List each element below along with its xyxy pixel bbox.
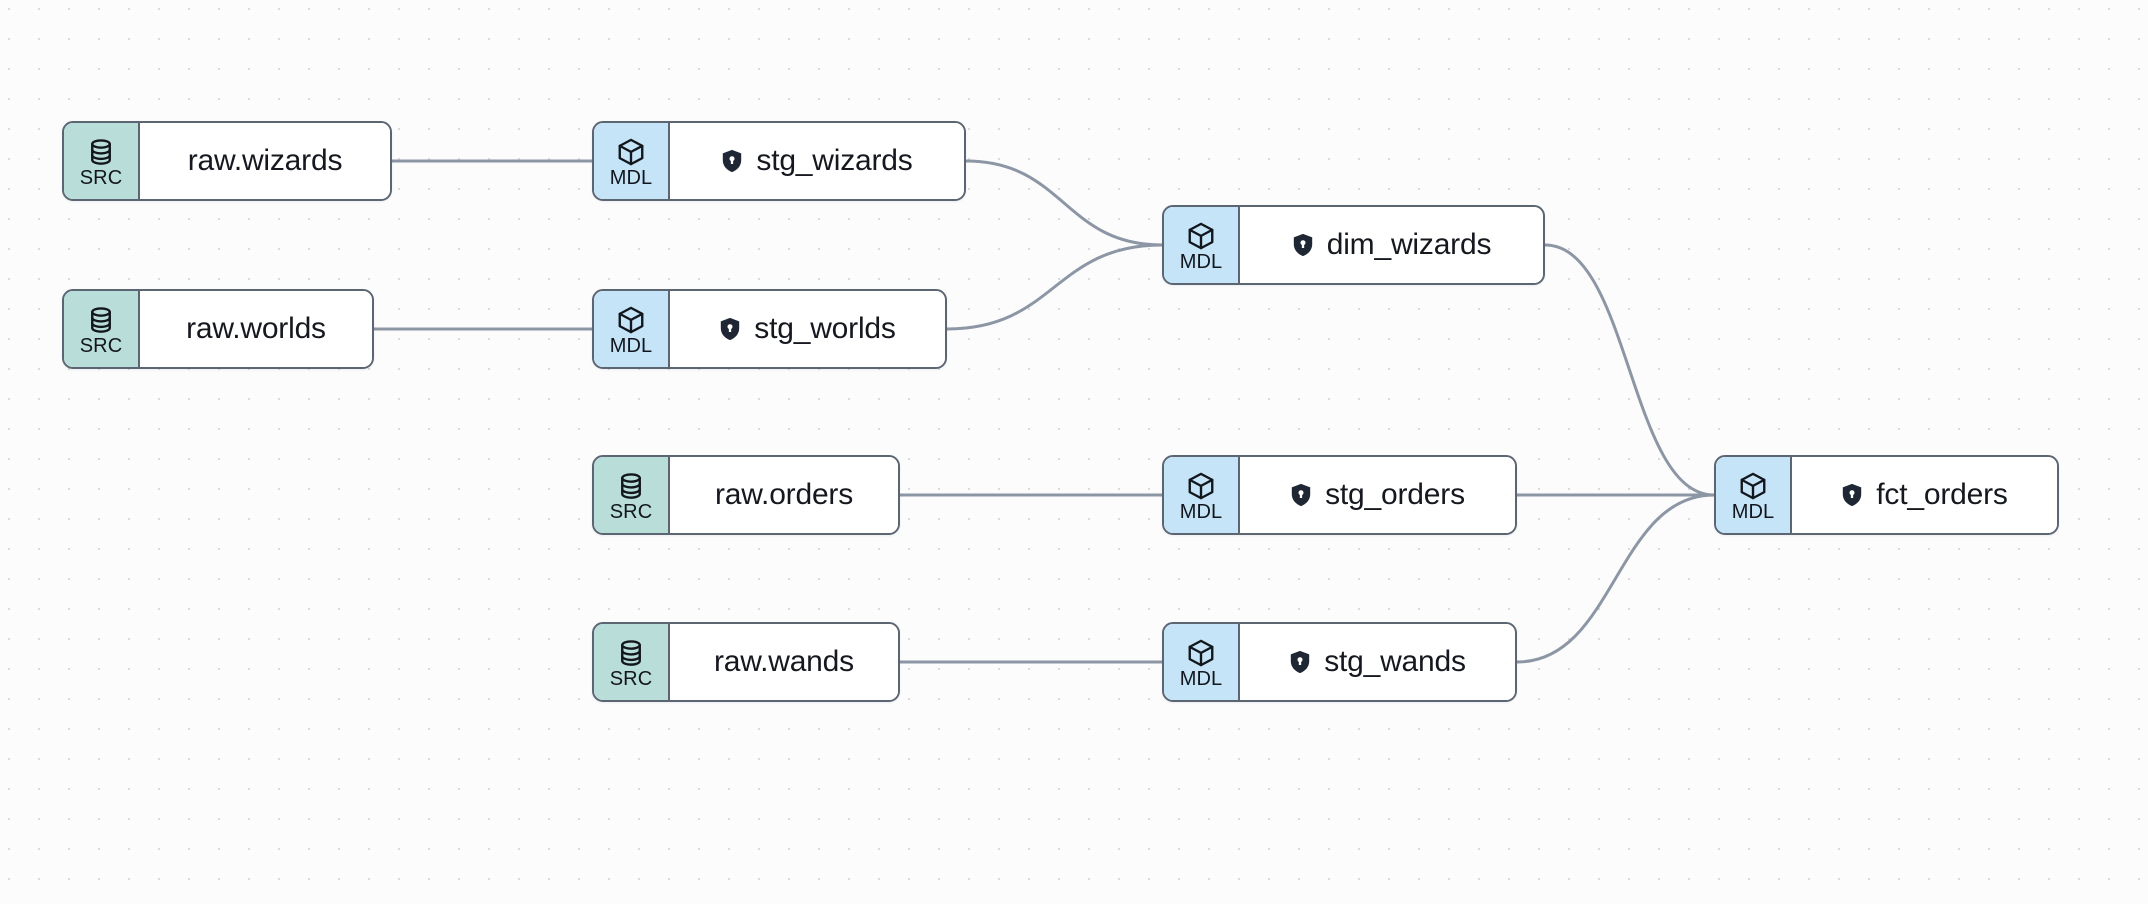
cube-icon: [1186, 471, 1216, 501]
node-badge-label: SRC: [79, 334, 123, 357]
node-label: raw.wands: [714, 645, 854, 678]
node-fct_orders[interactable]: MDL fct_orders: [1714, 455, 2059, 535]
node-label: raw.worlds: [186, 312, 326, 345]
node-label: fct_orders: [1876, 478, 2008, 511]
cube-icon: [1186, 221, 1216, 251]
node-raw_worlds[interactable]: SRC raw.worlds: [62, 289, 374, 369]
node-label: stg_wizards: [756, 144, 913, 177]
node-badge-label: MDL: [1179, 500, 1223, 523]
lock-shield-icon: [1289, 650, 1311, 674]
node-body: dim_wizards: [1240, 207, 1543, 283]
database-icon: [86, 305, 116, 335]
node-stg_worlds[interactable]: MDL stg_worlds: [592, 289, 947, 369]
node-body: raw.wizards: [140, 123, 390, 199]
node-badge-src: SRC: [64, 123, 140, 199]
cube-icon: [1738, 471, 1768, 501]
node-body: stg_orders: [1240, 457, 1515, 533]
node-badge-mdl: MDL: [1716, 457, 1792, 533]
node-badge-label: SRC: [79, 166, 123, 189]
node-label: stg_wands: [1324, 645, 1466, 678]
node-stg_orders[interactable]: MDL stg_orders: [1162, 455, 1517, 535]
node-badge-label: MDL: [1731, 500, 1775, 523]
node-raw_wizards[interactable]: SRC raw.wizards: [62, 121, 392, 201]
node-badge-mdl: MDL: [1164, 457, 1240, 533]
node-badge-label: MDL: [1179, 667, 1223, 690]
node-badge-mdl: MDL: [594, 291, 670, 367]
lock-shield-icon: [719, 317, 741, 341]
node-badge-label: SRC: [609, 500, 653, 523]
node-body: raw.wands: [670, 624, 898, 700]
cube-icon: [616, 137, 646, 167]
node-label: raw.wizards: [187, 144, 343, 177]
database-icon: [616, 471, 646, 501]
node-badge-label: MDL: [609, 166, 653, 189]
node-raw_orders[interactable]: SRC raw.orders: [592, 455, 900, 535]
node-raw_wands[interactable]: SRC raw.wands: [592, 622, 900, 702]
lock-shield-icon: [1292, 233, 1314, 257]
node-badge-src: SRC: [594, 457, 670, 533]
node-body: stg_wizards: [670, 123, 964, 199]
lock-shield-icon: [1290, 483, 1312, 507]
node-badge-label: SRC: [609, 667, 653, 690]
node-badge-src: SRC: [594, 624, 670, 700]
cube-icon: [1186, 638, 1216, 668]
database-icon: [86, 137, 116, 167]
node-label: dim_wizards: [1326, 228, 1492, 261]
node-body: stg_wands: [1240, 624, 1515, 700]
node-body: raw.worlds: [140, 291, 372, 367]
node-dim_wizards[interactable]: MDL dim_wizards: [1162, 205, 1545, 285]
node-badge-mdl: MDL: [1164, 624, 1240, 700]
node-stg_wands[interactable]: MDL stg_wands: [1162, 622, 1517, 702]
node-body: fct_orders: [1792, 457, 2057, 533]
node-label: raw.orders: [714, 478, 854, 511]
database-icon: [616, 638, 646, 668]
node-body: raw.orders: [670, 457, 898, 533]
node-label: stg_worlds: [754, 312, 896, 345]
cube-icon: [616, 305, 646, 335]
lock-shield-icon: [721, 149, 743, 173]
node-label: stg_orders: [1325, 478, 1465, 511]
node-badge-label: MDL: [1179, 250, 1223, 273]
node-badge-src: SRC: [64, 291, 140, 367]
node-badge-mdl: MDL: [594, 123, 670, 199]
node-badge-mdl: MDL: [1164, 207, 1240, 283]
lock-shield-icon: [1841, 483, 1863, 507]
node-body: stg_worlds: [670, 291, 945, 367]
node-badge-label: MDL: [609, 334, 653, 357]
node-stg_wizards[interactable]: MDL stg_wizards: [592, 121, 966, 201]
